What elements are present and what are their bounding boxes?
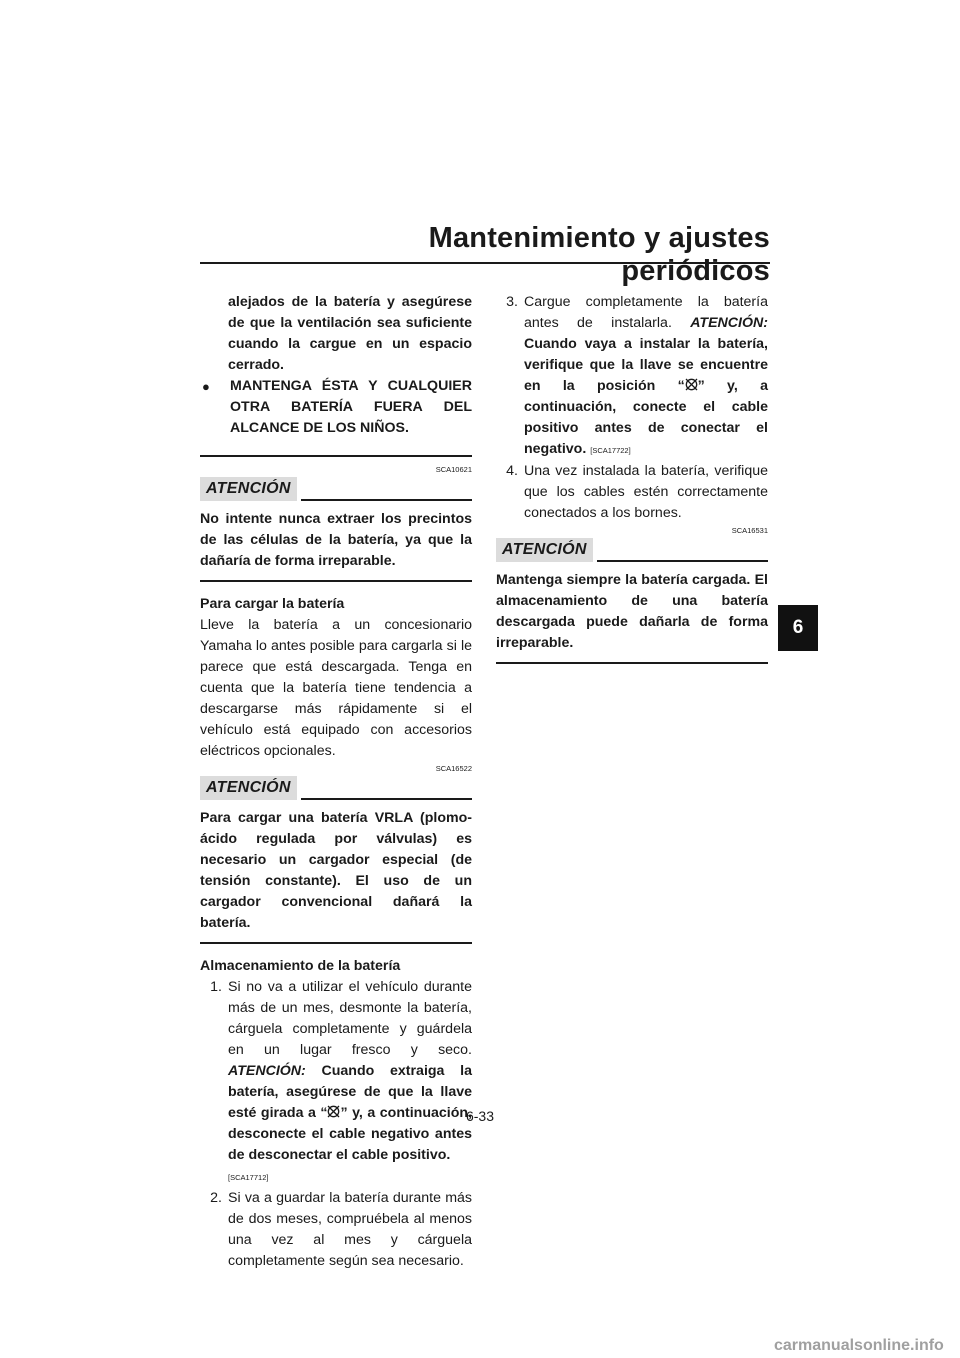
notice2-end-rule	[200, 942, 472, 944]
notice2-header-rule	[300, 798, 472, 800]
step-1-code: [SCA17712]	[228, 1173, 269, 1182]
notice2-text: Para cargar una batería VRLA (plomo-ácid…	[200, 810, 472, 931]
page-title: Mantenimiento y ajustes periódicos	[428, 222, 770, 287]
step-3-caution-b: ” y, a continuación, conecte el cable po…	[524, 378, 768, 457]
page-number: 6-33	[465, 1108, 495, 1124]
warning-end-rule	[200, 455, 472, 457]
notice3-header: ATENCIÓN	[496, 538, 768, 562]
step-1-atn-label: ATENCIÓN:	[228, 1063, 306, 1079]
storage-heading: Almacenamiento de la batería	[200, 958, 401, 974]
step-number: 1.	[210, 979, 222, 995]
key-off-icon	[328, 1105, 340, 1118]
storage-step-2: 2. Si va a guardar la batería durante má…	[200, 1188, 472, 1272]
charge-heading: Para cargar la batería	[200, 596, 345, 612]
step-1-caution-a: Cuando extraiga la batería, asegúrese de…	[228, 1063, 472, 1121]
notice1-label: ATENCIÓN	[200, 477, 297, 501]
step-number: 3.	[506, 294, 518, 310]
step-4-text: Una vez instalada la batería, verifique …	[524, 463, 768, 521]
continued-warning-text: alejados de la batería y asegúrese de qu…	[228, 294, 472, 373]
key-off-icon	[685, 378, 698, 391]
notice3-text: Mantenga siempre la batería cargada. El …	[496, 572, 768, 651]
notice1-code: SCA10621	[435, 465, 472, 474]
step-3-code: [SCA17722]	[590, 446, 631, 455]
step-2-text: Si va a guardar la batería durante más d…	[228, 1190, 472, 1269]
step-3-atn-label: ATENCIÓN:	[690, 315, 768, 331]
left-column: alejados de la batería y asegúrese de qu…	[200, 292, 472, 1272]
storage-step-3: 3. Cargue completamente la batería antes…	[496, 292, 768, 461]
step-3-caution-a: Cuando vaya a instalar la batería, verif…	[524, 336, 768, 394]
step-number: 2.	[210, 1190, 222, 1206]
notice1-header-rule	[300, 499, 472, 501]
right-column: 3. Cargue completamente la batería antes…	[496, 292, 768, 664]
step-text: Cargue completamente la batería antes de…	[524, 292, 768, 461]
notice1-header: ATENCIÓN	[200, 477, 472, 501]
step-1-caution-b: ” y, a continuación, desconecte el cable…	[228, 1105, 472, 1163]
header-rule	[200, 262, 770, 264]
step-1-text: Si no va a utilizar el vehículo durante …	[228, 979, 472, 1058]
warning-bullet: ● MANTENGA ÉSTA Y CUALQUIER OTRA BATERÍA…	[200, 376, 472, 439]
watermark: carmanualsonline.info	[774, 1337, 944, 1354]
storage-step-1: 1. Si no va a utilizar el vehículo duran…	[200, 977, 472, 1188]
bullet-text: MANTENGA ÉSTA Y CUALQUIER OTRA BATERÍA F…	[230, 378, 472, 436]
notice3-code: SCA16531	[731, 526, 768, 535]
step-3-text: Cargue completamente la batería antes de…	[524, 294, 768, 331]
storage-step-4: 4. Una vez instalada la batería, verifiq…	[496, 461, 768, 524]
notice2-label: ATENCIÓN	[200, 776, 297, 800]
step-number: 4.	[506, 463, 518, 479]
notice1-text: No intente nunca extraer los precintos d…	[200, 511, 472, 569]
notice3-end-rule	[496, 662, 768, 664]
notice2-code: SCA16522	[435, 764, 472, 773]
notice2-header: ATENCIÓN	[200, 776, 472, 800]
bullet-icon: ●	[202, 379, 210, 394]
notice1-end-rule	[200, 580, 472, 582]
chapter-tab: 6	[778, 605, 818, 651]
notice3-header-rule	[596, 560, 768, 562]
notice3-label: ATENCIÓN	[496, 538, 593, 562]
charge-text: Lleve la batería a un concesionario Yama…	[200, 617, 472, 759]
step-text: Si no va a utilizar el vehículo durante …	[228, 977, 472, 1188]
